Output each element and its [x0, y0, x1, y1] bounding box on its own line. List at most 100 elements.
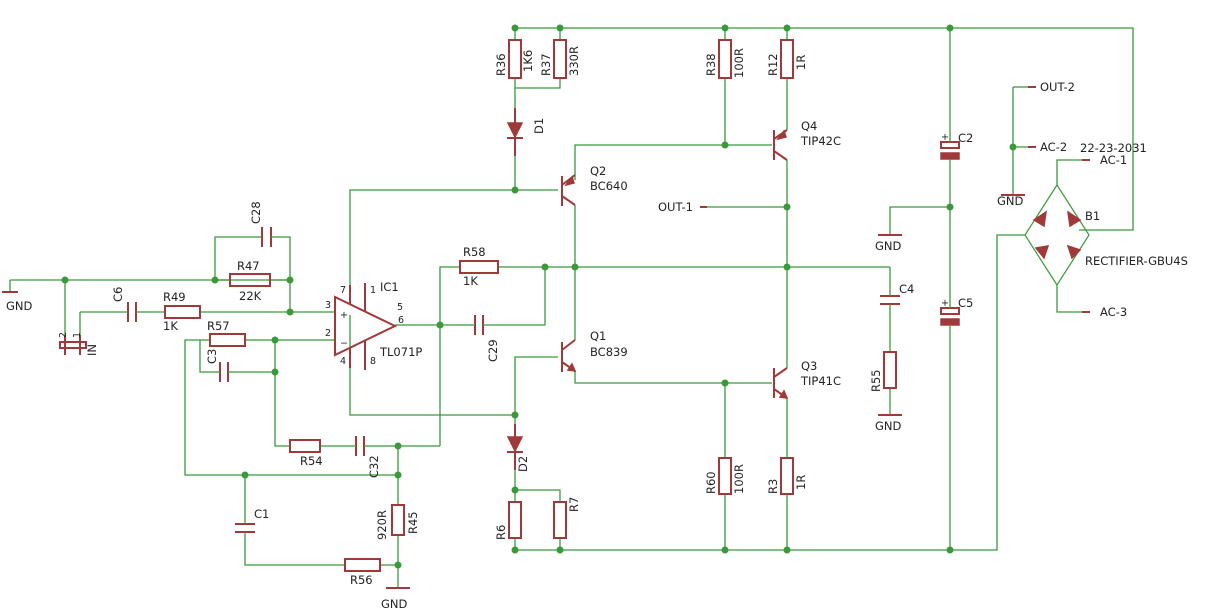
r3-value: 1R: [794, 475, 808, 490]
r37-value: 330R: [567, 46, 581, 76]
r45-ref: R45: [406, 511, 420, 534]
ic1-pin5: 5: [397, 302, 403, 313]
r47-value: 22K: [239, 289, 262, 303]
r49-ref: R49: [163, 290, 186, 304]
r38-value: 100R: [732, 48, 746, 78]
capacitor-c1: C1: [235, 507, 269, 535]
net-labels: OUT-2 AC-2 AC-1 AC-3 OUT-1: [658, 80, 1127, 319]
resistor-r38: R38 100R: [704, 39, 746, 79]
ic1-plus-sign: +: [340, 310, 348, 321]
capacitor-c6: C6: [111, 287, 140, 322]
ic1-pin4: 4: [340, 356, 346, 367]
ic1-pin2: 2: [325, 328, 331, 339]
resistor-r47: R47 22K: [229, 259, 271, 303]
r60-value: 100R: [732, 464, 746, 494]
r12-value: 1R: [794, 55, 808, 70]
r49-value: 1K: [163, 319, 178, 333]
c3-ref: C3: [205, 349, 219, 364]
in-pin2: 2: [58, 332, 69, 338]
diode-d2: D2: [506, 424, 530, 472]
resistor-r49: R49 1K: [163, 290, 201, 333]
ground-icon: GND: [875, 234, 902, 253]
c1-ref: C1: [254, 507, 269, 521]
ic1-minus-sign: −: [340, 338, 348, 349]
capacitor-c4: C4: [880, 282, 914, 310]
q2-ref: Q2: [590, 164, 606, 178]
junctions: [61, 24, 1017, 569]
resistor-r36: R36 1K6: [494, 39, 535, 79]
svg-text:+: +: [941, 298, 949, 309]
ic1-value: TL071P: [379, 345, 422, 359]
ground-symbols: GND GND GND GND GND: [2, 194, 1025, 611]
ground-icon: GND: [875, 414, 902, 433]
input-connector: 2 1 IN: [58, 332, 99, 356]
gnd-label-r45: GND: [381, 597, 408, 611]
gnd-label-outputs: GND: [997, 194, 1024, 208]
transistor-q2: Q2 BC640: [561, 164, 628, 206]
capacitor-c28: C28: [249, 201, 275, 247]
r58-ref: R58: [463, 245, 486, 259]
r45-value: 920R: [375, 510, 389, 540]
svg-text:+: +: [941, 132, 949, 143]
r7-ref: R7: [567, 497, 581, 512]
resistor-r6: R6: [494, 501, 522, 540]
capacitor-c32: C32: [352, 436, 381, 478]
resistor-r3: R3 1R: [766, 457, 808, 495]
b1-ref: B1: [1085, 209, 1100, 223]
r54-ref: R54: [300, 454, 323, 468]
q3-value: TIP41C: [800, 374, 841, 388]
net-ac1: AC-1: [1100, 153, 1127, 167]
r3-ref: R3: [766, 479, 780, 494]
transistor-q1: Q1 BC839: [561, 329, 628, 372]
resistor-r57: R57: [207, 319, 246, 347]
q2-value: BC640: [590, 179, 628, 193]
net-out1: OUT-1: [658, 200, 693, 214]
d1-ref: D1: [532, 118, 546, 134]
r37-ref: R37: [539, 53, 553, 76]
ground-icon: GND: [997, 194, 1025, 208]
gnd-label-c2c5: GND: [875, 239, 902, 253]
q3-ref: Q3: [801, 359, 817, 373]
gnd-label-r55: GND: [875, 419, 902, 433]
ground-icon: GND: [2, 291, 33, 313]
gnd-label-input: GND: [6, 299, 33, 313]
ic1-pin6: 6: [398, 315, 404, 326]
r57-ref: R57: [207, 319, 230, 333]
q1-ref: Q1: [590, 329, 606, 343]
transistor-q4: Q4 TIP42C: [773, 119, 841, 161]
b1-value: RECTIFIER-GBU4S: [1085, 254, 1188, 268]
net-ac3: AC-3: [1100, 305, 1127, 319]
c2-ref: C2: [958, 131, 973, 145]
in-label: IN: [85, 344, 99, 356]
c6-ref: C6: [111, 287, 125, 302]
resistor-r12: R12 1R: [766, 39, 808, 79]
opamp-ic1: + − 3 2 7 1 5 6 4 8 IC1 TL071P: [325, 280, 422, 370]
c4-ref: C4: [899, 282, 914, 296]
r56-ref: R56: [350, 573, 373, 587]
r6-ref: R6: [494, 525, 508, 540]
r36-value: 1K6: [521, 50, 535, 72]
in-pin1: 1: [72, 332, 83, 338]
resistor-r54: R54: [289, 439, 323, 468]
ic1-pin1: 1: [370, 285, 376, 296]
bridge-rectifier-b1: B1 RECTIFIER-GBU4S 22-23-2031: [1024, 141, 1188, 287]
resistor-r58: R58 1K: [459, 245, 499, 288]
capacitor-c3: C3: [205, 349, 232, 382]
c28-ref: C28: [249, 201, 263, 224]
ic1-pin3: 3: [325, 300, 331, 311]
ic1-pin7: 7: [340, 285, 346, 296]
r36-ref: R36: [494, 53, 508, 76]
diode-d1: D1: [506, 108, 546, 156]
r47-ref: R47: [237, 259, 260, 273]
d2-ref: D2: [516, 456, 530, 472]
q1-value: BC839: [590, 345, 628, 359]
transistor-q3: Q3 TIP41C: [773, 359, 841, 399]
capacitor-c2: + C2: [940, 131, 973, 165]
resistor-r7: R7: [553, 497, 581, 539]
ic1-pin8: 8: [370, 356, 376, 367]
resistor-r55: R55: [869, 351, 897, 392]
c5-ref: C5: [958, 296, 973, 310]
c29-ref: C29: [486, 339, 500, 362]
r38-ref: R38: [704, 53, 718, 76]
